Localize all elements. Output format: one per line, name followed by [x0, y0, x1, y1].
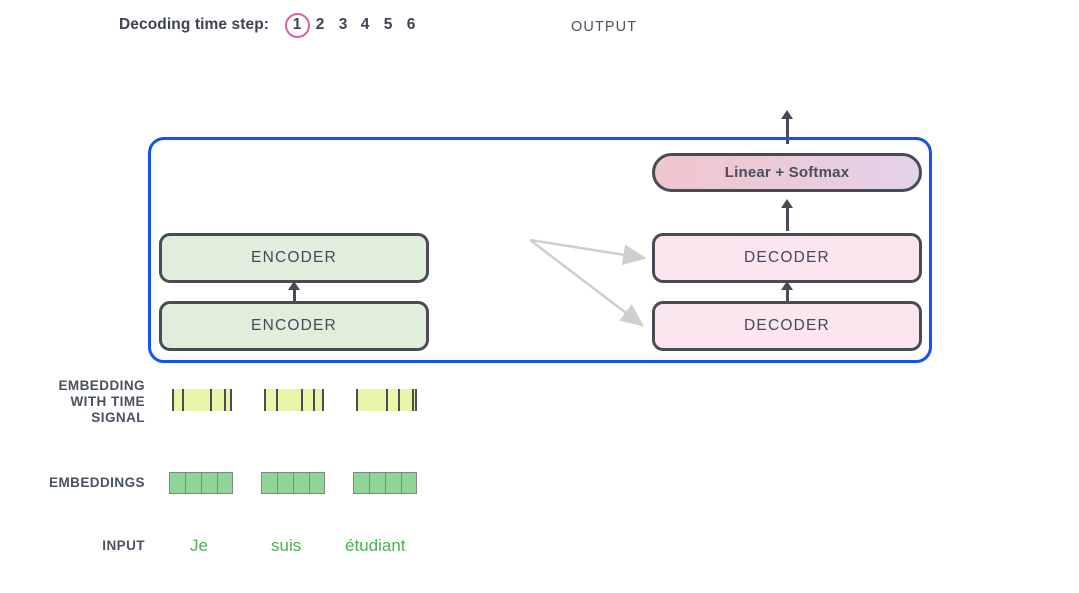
embedding-cell — [385, 472, 401, 494]
linear-softmax-box[interactable]: Linear + Softmax — [652, 153, 922, 192]
time-signal-cell — [398, 389, 412, 411]
cross-attention-arrows — [529, 238, 647, 327]
decoder-to-softmax-arrow — [779, 199, 795, 231]
label-line-3: SIGNAL — [91, 410, 145, 425]
decoder-box-top[interactable]: DECODER — [652, 233, 922, 283]
time-signal-cell — [276, 389, 301, 411]
embedding-cell — [277, 472, 293, 494]
time-signal-cell — [224, 389, 232, 411]
embedding-vector-je — [169, 472, 233, 494]
encoder-box-top[interactable]: ENCODER — [159, 233, 429, 283]
time-signal-cell — [412, 389, 417, 411]
embedding-vector-suis — [261, 472, 325, 494]
embedding-cell — [217, 472, 233, 494]
decoding-step-4[interactable]: 4 — [360, 16, 370, 33]
time-signal-cell — [264, 389, 276, 411]
time-signal-cell — [356, 389, 386, 411]
decoder-box-bottom[interactable]: DECODER — [652, 301, 922, 351]
embedding-cell — [261, 472, 277, 494]
transformer-container-outline — [148, 137, 932, 363]
active-step-highlight-circle — [285, 13, 310, 38]
decoding-time-step-label: Decoding time step: — [119, 16, 270, 33]
time-signal-vector-etudiant — [356, 389, 417, 411]
encoder-box-bottom[interactable]: ENCODER — [159, 301, 429, 351]
input-word-etudiant: étudiant — [345, 536, 406, 555]
embedding-cell — [353, 472, 369, 494]
embedding-cell — [309, 472, 325, 494]
cross-attention-arrow-upper — [529, 238, 647, 266]
output-arrow — [779, 110, 795, 144]
output-label: OUTPUT — [571, 19, 638, 35]
input-word-suis: suis — [271, 536, 302, 555]
decoder-flow-arrow — [779, 281, 795, 303]
time-signal-cell — [386, 389, 398, 411]
embedding-cell — [185, 472, 201, 494]
time-signal-cell — [301, 389, 313, 411]
decoding-step-3[interactable]: 3 — [338, 16, 348, 33]
time-signal-cell — [182, 389, 210, 411]
input-word-je: Je — [190, 536, 208, 555]
cross-attention-arrow-lower — [529, 238, 645, 327]
embedding-cell — [169, 472, 185, 494]
embedding-cell — [401, 472, 417, 494]
label-line-2: WITH TIME — [70, 394, 145, 409]
embedding-cell — [369, 472, 385, 494]
time-signal-vector-je — [172, 389, 232, 411]
embeddings-label: EMBEDDINGS — [48, 475, 145, 490]
input-label: INPUT — [102, 538, 145, 553]
encoder-flow-arrow — [286, 281, 302, 303]
embedding-with-time-signal-label: EMBEDDING WITH TIME SIGNAL — [0, 378, 145, 426]
time-signal-cell — [172, 389, 182, 411]
label-line-1: EMBEDDING — [58, 378, 145, 393]
decoding-step-2[interactable]: 2 — [315, 16, 325, 33]
embedding-vector-etudiant — [353, 472, 417, 494]
embedding-cell — [293, 472, 309, 494]
embedding-cell — [201, 472, 217, 494]
decoding-step-6[interactable]: 6 — [406, 16, 416, 33]
time-signal-vector-suis — [264, 389, 324, 411]
decoding-step-5[interactable]: 5 — [383, 16, 393, 33]
decoding-step-1[interactable]: 1 — [292, 16, 302, 33]
time-signal-cell — [313, 389, 324, 411]
time-signal-cell — [210, 389, 224, 411]
